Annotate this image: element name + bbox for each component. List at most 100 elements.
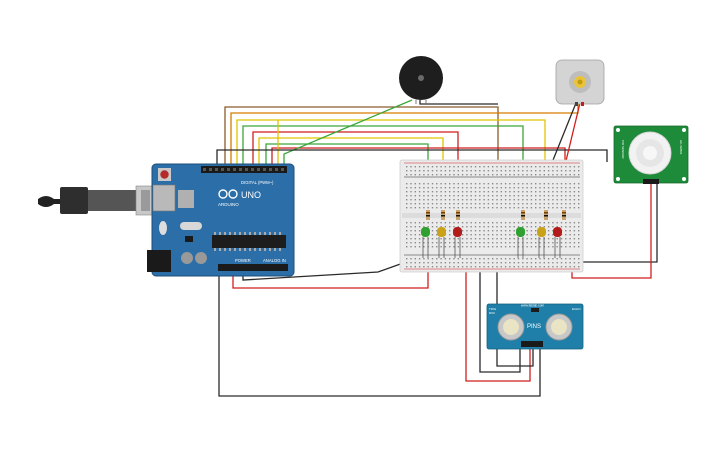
breadboard-hole xyxy=(552,266,554,268)
breadboard-hole xyxy=(500,170,502,172)
breadboard-hole xyxy=(578,166,580,168)
breadboard-hole xyxy=(492,246,494,248)
breadboard-hole xyxy=(483,203,485,205)
breadboard-hole xyxy=(440,207,442,209)
breadboard-hole xyxy=(552,246,554,248)
breadboard-hole xyxy=(535,266,537,268)
breadboard-hole xyxy=(496,266,498,268)
breadboard-hole xyxy=(526,174,528,176)
breadboard-hole xyxy=(418,195,421,197)
breadboard-hole xyxy=(466,242,468,244)
breadboard-hole xyxy=(535,226,537,228)
breadboard-hole xyxy=(543,258,545,260)
breadboard-hole xyxy=(406,187,408,189)
breadboard-hole xyxy=(436,230,438,232)
breadboard-hole xyxy=(543,266,545,268)
breadboard-hole xyxy=(560,170,563,172)
breadboard-hole xyxy=(431,207,434,209)
breadboard-hole xyxy=(406,183,408,185)
breadboard-hole xyxy=(565,230,567,232)
breadboard-hole xyxy=(444,191,447,193)
us-left-tag: TRIG xyxy=(489,307,497,311)
breadboard-hole xyxy=(504,242,507,244)
breadboard-hole xyxy=(526,199,528,201)
breadboard-hole xyxy=(547,266,550,268)
breadboard-hole xyxy=(487,207,490,209)
breadboard-hole xyxy=(569,183,571,185)
breadboard-hole xyxy=(466,183,468,185)
breadboard-hole xyxy=(414,266,416,268)
breadboard-hole xyxy=(423,262,425,264)
breadboard-hole xyxy=(427,222,429,224)
breadboard-hole xyxy=(449,207,451,209)
breadboard-hole xyxy=(436,174,438,176)
breadboard-hole xyxy=(496,238,498,240)
breadboard-hole xyxy=(444,266,447,268)
breadboard-hole xyxy=(449,258,451,260)
breadboard-hole xyxy=(526,242,528,244)
breadboard-hole xyxy=(453,170,455,172)
breadboard-hole xyxy=(406,246,408,248)
breadboard-hole xyxy=(530,238,533,240)
breadboard-hole xyxy=(578,174,580,176)
breadboard-hole xyxy=(509,195,511,197)
breadboard-hole xyxy=(513,262,515,264)
breadboard-hole xyxy=(560,166,563,168)
wire-us-trig xyxy=(479,266,521,373)
breadboard-hole xyxy=(530,195,533,197)
breadboard-hole xyxy=(573,242,576,244)
breadboard-hole xyxy=(470,195,472,197)
breadboard-hole xyxy=(552,191,554,193)
breadboard-hole xyxy=(556,199,558,201)
breadboard-hole xyxy=(500,203,502,205)
breadboard-hole xyxy=(556,195,558,197)
breadboard-hole xyxy=(466,166,468,168)
breadboard-hole xyxy=(492,187,494,189)
breadboard-hole xyxy=(526,258,528,260)
breadboard-hole xyxy=(522,187,524,189)
breadboard-hole xyxy=(457,195,459,197)
breadboard-hole xyxy=(500,226,502,228)
resistor xyxy=(521,210,525,220)
breadboard-hole xyxy=(436,187,438,189)
breadboard-hole xyxy=(414,226,416,228)
breadboard-hole xyxy=(500,207,502,209)
breadboard-hole xyxy=(552,203,554,205)
breadboard-hole xyxy=(461,242,464,244)
breadboard-hole xyxy=(539,222,541,224)
breadboard-hole xyxy=(556,238,558,240)
breadboard-hole xyxy=(474,174,477,176)
breadboard-hole xyxy=(470,246,472,248)
breadboard-hole xyxy=(466,222,468,224)
breadboard-hole xyxy=(509,170,511,172)
breadboard-hole xyxy=(535,234,537,236)
breadboard-hole xyxy=(479,222,481,224)
breadboard-hole xyxy=(509,262,511,264)
breadboard-hole xyxy=(547,166,550,168)
breadboard-hole xyxy=(504,230,507,232)
breadboard-hole xyxy=(517,174,520,176)
breadboard-hole xyxy=(418,234,421,236)
breadboard-hole xyxy=(547,238,550,240)
breadboard-hole xyxy=(487,242,490,244)
breadboard-hole xyxy=(457,166,459,168)
breadboard-hole xyxy=(457,183,459,185)
breadboard-hole xyxy=(423,207,425,209)
breadboard-hole xyxy=(535,183,537,185)
breadboard-hole xyxy=(470,207,472,209)
breadboard-hole xyxy=(457,207,459,209)
breadboard-hole xyxy=(406,266,408,268)
breadboard-hole xyxy=(539,226,541,228)
breadboard-hole xyxy=(466,199,468,201)
resistor xyxy=(456,210,460,220)
breadboard-hole xyxy=(453,242,455,244)
breadboard-hole xyxy=(578,246,580,248)
breadboard-hole xyxy=(513,203,515,205)
breadboard-hole xyxy=(569,203,571,205)
breadboard-hole xyxy=(406,226,408,228)
breadboard-hole xyxy=(573,258,576,260)
breadboard-hole xyxy=(530,230,533,232)
breadboard-hole xyxy=(492,195,494,197)
breadboard-hole xyxy=(513,230,515,232)
breadboard-hole xyxy=(547,230,550,232)
